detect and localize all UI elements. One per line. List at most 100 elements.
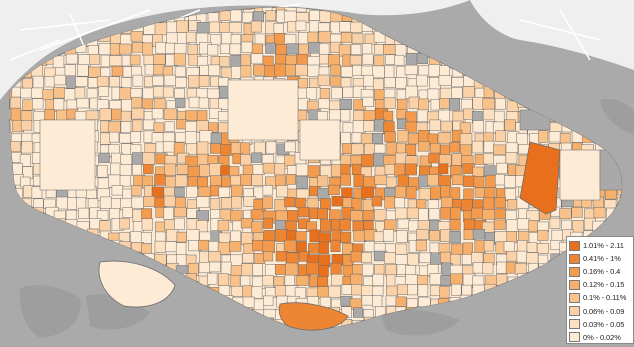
subzone-cell xyxy=(340,32,353,43)
subzone-cell xyxy=(44,109,55,121)
subzone-cell xyxy=(241,41,253,53)
subzone-cell xyxy=(109,55,123,67)
subzone-cell xyxy=(284,274,295,286)
subzone-cell xyxy=(39,119,96,191)
subzone-cell xyxy=(308,243,321,254)
subzone-cell xyxy=(516,132,528,146)
subzone-cell xyxy=(250,53,264,65)
subzone-cell xyxy=(98,152,110,163)
subzone-cell xyxy=(163,207,174,220)
subzone-cell xyxy=(109,43,121,56)
legend-swatch xyxy=(569,332,580,343)
subzone-cell xyxy=(516,240,528,252)
subzone-cell xyxy=(220,197,233,209)
subzone-cell xyxy=(296,176,308,189)
jurong-island xyxy=(98,260,176,308)
subzone-cell xyxy=(230,9,242,22)
subzone-cell xyxy=(143,164,154,175)
subzone-cell xyxy=(406,186,417,199)
subzone-cell xyxy=(496,261,508,274)
subzone-cell xyxy=(184,131,198,145)
subzone-cell xyxy=(31,87,44,99)
subzone-cell xyxy=(240,154,252,166)
subzone-cell xyxy=(185,31,197,43)
subzone-cell xyxy=(220,261,232,275)
subzone-cell xyxy=(219,22,231,33)
subzone-cell xyxy=(198,262,211,274)
subzone-cell xyxy=(252,263,263,276)
subzone-cell xyxy=(155,41,167,54)
subzone-cell xyxy=(175,77,187,88)
subzone-cell xyxy=(119,133,133,144)
subzone-cell xyxy=(494,231,508,243)
subzone-cell xyxy=(549,217,561,229)
subzone-cell xyxy=(88,66,101,78)
subzone-cell xyxy=(461,284,472,296)
subzone-cell xyxy=(526,242,538,253)
subzone-cell xyxy=(349,55,362,66)
subzone-cell xyxy=(351,198,363,211)
subzone-cell xyxy=(504,188,516,201)
subzone-cell xyxy=(394,197,405,209)
subzone-cell xyxy=(340,109,351,122)
subzone-cell xyxy=(474,187,486,198)
subzone-cell xyxy=(320,165,332,178)
subzone-cell xyxy=(295,20,307,32)
subzone-cell xyxy=(230,285,244,297)
subzone-cell xyxy=(208,122,219,133)
subzone-cell xyxy=(262,162,275,174)
subzone-cell xyxy=(407,253,419,266)
subzone-cell xyxy=(141,208,152,220)
subzone-cell xyxy=(209,198,221,211)
subzone-cell xyxy=(129,54,141,66)
subzone-cell xyxy=(219,56,230,67)
subzone-cell xyxy=(153,53,166,65)
subzone-cell xyxy=(405,85,418,99)
subzone-cell xyxy=(132,119,143,132)
subzone-cell xyxy=(429,142,441,155)
subzone-cell xyxy=(253,298,265,312)
subzone-cell xyxy=(317,276,329,287)
subzone-cell xyxy=(162,141,176,153)
subzone-cell xyxy=(351,143,364,155)
subzone-cell xyxy=(111,185,124,196)
subzone-cell xyxy=(119,217,130,230)
subzone-cell xyxy=(331,273,345,287)
subzone-cell xyxy=(111,65,124,77)
subzone-cell xyxy=(230,230,241,244)
subzone-cell xyxy=(20,120,33,131)
subzone-cell xyxy=(572,220,585,233)
subzone-cell xyxy=(372,78,384,92)
subzone-cell xyxy=(440,185,452,199)
legend-item: 0.06% - 0.09 xyxy=(569,304,633,317)
subzone-cell xyxy=(362,209,374,221)
subzone-cell xyxy=(353,307,364,318)
subzone-cell xyxy=(474,240,486,253)
subzone-cell xyxy=(351,284,362,296)
subzone-cell xyxy=(185,110,198,122)
subzone-cell xyxy=(286,252,299,265)
subzone-cell xyxy=(353,230,367,242)
subzone-cell xyxy=(395,296,407,307)
subzone-cell xyxy=(265,10,276,21)
subzone-cell xyxy=(460,144,472,158)
subzone-cell xyxy=(397,174,409,188)
subzone-cell xyxy=(449,142,461,153)
subzone-cell xyxy=(317,175,329,187)
subzone-cell xyxy=(20,87,33,99)
subzone-cell xyxy=(516,250,528,263)
subzone-cell xyxy=(263,295,274,307)
subzone-cell xyxy=(462,163,475,174)
subzone-cell xyxy=(361,295,375,306)
legend-swatch xyxy=(569,240,580,251)
subzone-cell xyxy=(448,98,460,111)
subzone-cell xyxy=(384,252,396,264)
subzone-cell xyxy=(394,207,408,220)
subzone-cell xyxy=(394,54,405,66)
subzone-cell xyxy=(416,74,428,87)
subzone-cell xyxy=(440,229,452,242)
subzone-cell xyxy=(350,250,363,263)
subzone-cell xyxy=(230,254,243,267)
subzone-cell xyxy=(240,65,252,79)
